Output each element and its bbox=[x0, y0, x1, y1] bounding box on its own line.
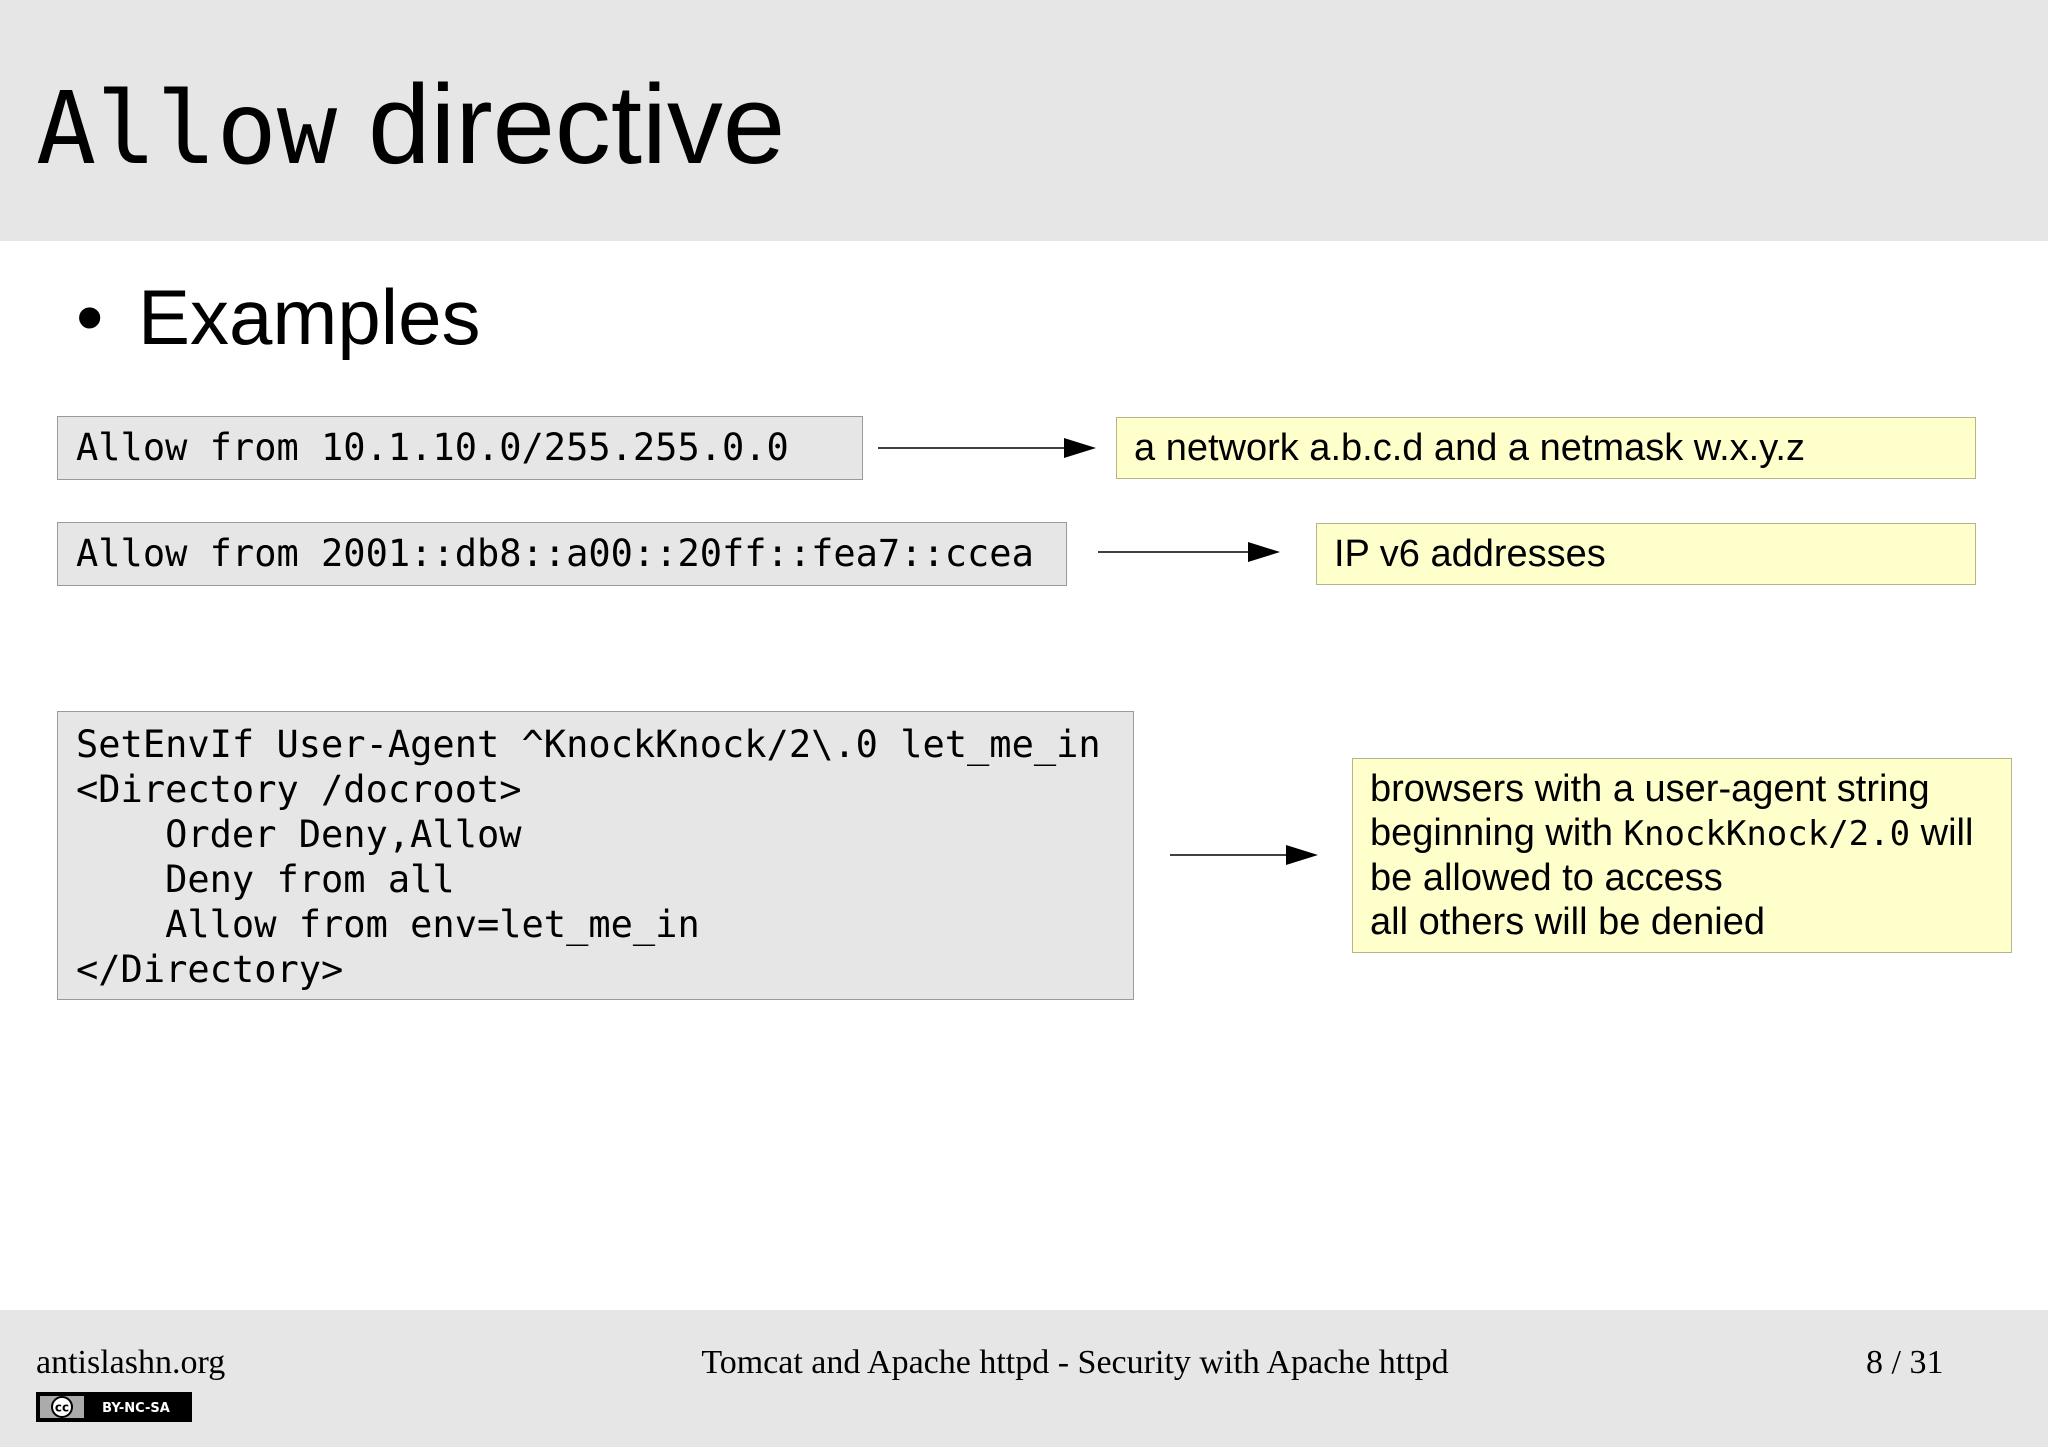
note-useragent: browsers with a user-agent string beginn… bbox=[1352, 758, 2012, 953]
cc-license-badge-icon: cc BY-NC-SA bbox=[36, 1392, 192, 1422]
code-ipv4: Allow from 10.1.10.0/255.255.0.0 bbox=[76, 426, 789, 469]
note-line: be allowed to access bbox=[1370, 857, 1723, 899]
code-line: SetEnvIf User-Agent ^KnockKnock/2\.0 let… bbox=[76, 723, 1101, 766]
slide-footer: antislashn.org Tomcat and Apache httpd -… bbox=[0, 1310, 2048, 1447]
footer-course-title: Tomcat and Apache httpd - Security with … bbox=[701, 1344, 1449, 1381]
note-ipv4-text: a network a.b.c.d and a netmask w.x.y.z bbox=[1134, 427, 1805, 469]
title-keyword: Allow bbox=[36, 70, 338, 187]
footer-site: antislashn.org bbox=[36, 1344, 226, 1381]
bullet-dot-icon: • bbox=[76, 273, 104, 361]
note-text: beginning with bbox=[1370, 812, 1624, 854]
arrow-icon bbox=[1170, 845, 1318, 865]
note-line: beginning with KnockKnock/2.0 will bbox=[1370, 811, 1994, 856]
code-box-ipv6: Allow from 2001::db8::a00::20ff::fea7::c… bbox=[57, 522, 1067, 586]
footer-page-number: 8 / 31 bbox=[1866, 1344, 1944, 1381]
note-ipv4: a network a.b.c.d and a netmask w.x.y.z bbox=[1116, 417, 1976, 479]
cc-symbol: cc bbox=[55, 1401, 69, 1415]
code-line: Allow from env=let_me_in bbox=[76, 903, 700, 946]
note-line: browsers with a user-agent string bbox=[1370, 768, 1930, 810]
code-line: Deny from all bbox=[76, 858, 455, 901]
code-box-setenvif: SetEnvIf User-Agent ^KnockKnock/2\.0 let… bbox=[57, 711, 1134, 1000]
slide-header: Allow directive bbox=[0, 0, 2048, 241]
code-box-ipv4: Allow from 10.1.10.0/255.255.0.0 bbox=[57, 416, 863, 480]
code-line: <Directory /docroot> bbox=[76, 768, 522, 811]
note-text: will bbox=[1910, 812, 1974, 854]
arrow-icon bbox=[1098, 542, 1280, 562]
note-line: all others will be denied bbox=[1370, 901, 1766, 943]
code-ipv6: Allow from 2001::db8::a00::20ff::fea7::c… bbox=[76, 532, 1034, 575]
code-line: </Directory> bbox=[76, 948, 344, 991]
slide-title: Allow directive bbox=[36, 58, 785, 192]
note-ipv6-text: IP v6 addresses bbox=[1334, 533, 1606, 575]
title-text: directive bbox=[337, 62, 786, 187]
code-line: Order Deny,Allow bbox=[76, 813, 522, 856]
note-code: KnockKnock/2.0 bbox=[1623, 814, 1911, 854]
bullet-text: Examples bbox=[138, 273, 481, 361]
note-ipv6: IP v6 addresses bbox=[1316, 523, 1976, 585]
arrow-icon bbox=[878, 438, 1096, 458]
bullet-examples: • Examples bbox=[76, 272, 480, 363]
cc-terms: BY-NC-SA bbox=[102, 1401, 170, 1416]
